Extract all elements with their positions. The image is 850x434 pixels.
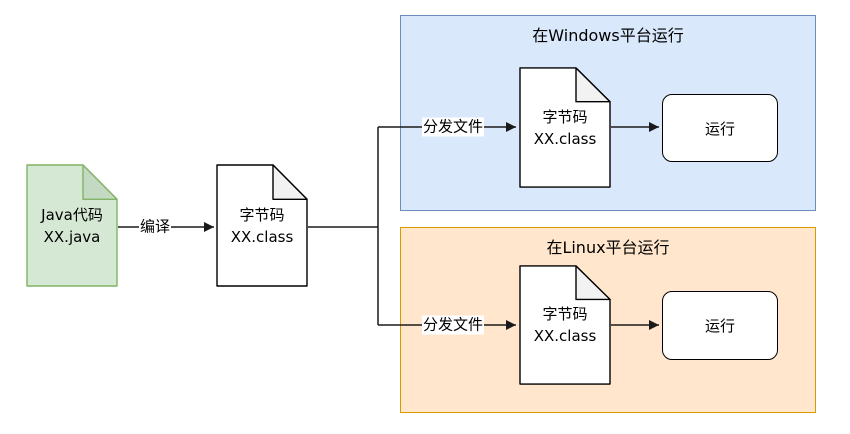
distribute-linux-edge-label: 分发文件 [421, 315, 485, 335]
run-windows-label: 运行 [704, 119, 735, 138]
run-linux-node: 运行 [662, 291, 778, 360]
document-shape [519, 265, 611, 385]
java-source-label: Java代码 XX.java [26, 164, 118, 287]
bytecode-main-node: 字节码 XX.class [216, 164, 308, 287]
document-shape [216, 164, 308, 287]
document-shape [519, 67, 611, 188]
java-source-node: Java代码 XX.java [26, 164, 118, 287]
bytecode-linux-label: 字节码 XX.class [519, 265, 611, 385]
document-shape [26, 164, 118, 287]
compile-edge-label: 编译 [138, 217, 172, 237]
bytecode-windows-line1: 字节码 [542, 107, 588, 126]
bytecode-windows-label: 字节码 XX.class [519, 67, 611, 188]
bytecode-linux-node: 字节码 XX.class [519, 265, 611, 385]
java-source-line1: Java代码 [41, 205, 103, 224]
bytecode-main-label: 字节码 XX.class [216, 164, 308, 287]
bytecode-windows-node: 字节码 XX.class [519, 67, 611, 188]
bytecode-main-line2: XX.class [230, 227, 294, 246]
run-windows-node: 运行 [662, 94, 778, 162]
run-linux-label: 运行 [704, 317, 735, 335]
linux-group-title: 在Linux平台运行 [546, 238, 670, 257]
bytecode-linux-line2: XX.class [533, 327, 597, 345]
distribute-windows-edge-label: 分发文件 [421, 117, 485, 137]
bytecode-windows-line2: XX.class [533, 129, 597, 148]
bytecode-linux-line1: 字节码 [542, 305, 588, 323]
windows-group-title: 在Windows平台运行 [532, 26, 684, 45]
java-source-line2: XX.java [43, 227, 101, 246]
bytecode-main-line1: 字节码 [239, 205, 285, 224]
